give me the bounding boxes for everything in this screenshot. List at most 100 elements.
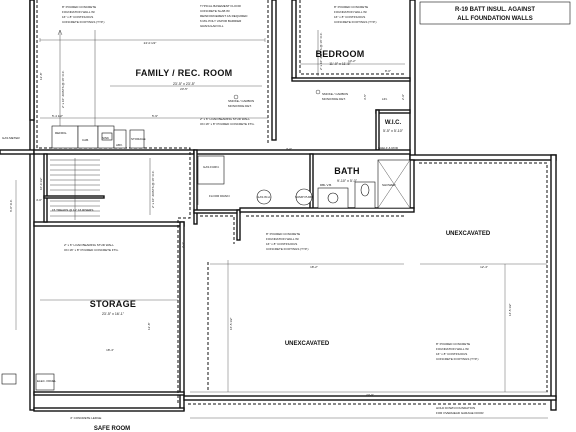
dimension-lines <box>15 38 548 419</box>
stairs <box>50 158 100 220</box>
unexcavated-right-name: UNEXCAVATED <box>446 231 491 237</box>
dim-bot-c: 16'-5 1/2" <box>229 317 233 330</box>
gas-wh-label: GAS W.H. <box>257 195 271 199</box>
insulation-note-line: ALL FOUNDATION WALLS <box>457 16 532 22</box>
safe-room-name: SAFE ROOM <box>94 426 130 432</box>
note-line: 8" POURED CONCRETE <box>436 342 470 346</box>
dim-unex-b: 12'-4" <box>480 265 488 269</box>
wic-name: W.I.C. <box>385 120 402 126</box>
joist-lines <box>57 29 319 215</box>
note-line: REINFORCEMENT AS REQUIRED <box>200 14 248 18</box>
fixtures <box>1 125 411 391</box>
dim-unex-c: 14'-5 1/2" <box>508 303 512 316</box>
note-line: FOR OVERHEAD GARAGE DOOR <box>436 411 484 415</box>
note-bearing-wall-left: 2" x 6" LOAD BEARING STUD WALL ON 16" x … <box>64 243 119 252</box>
storage-size: 23'-5" x 16'-1" <box>102 312 125 316</box>
note-foundation-mid: 8" POURED CONCRETE FOUNDATION WALL W/ 16… <box>266 232 308 251</box>
dim-top-b: 23'-5" <box>180 87 188 91</box>
dim-bot-a: 18'-4" <box>106 348 114 352</box>
shower-label: SHOWER <box>382 183 396 187</box>
note-line: FOUNDATION WALL W/ <box>266 237 299 241</box>
dim-mid-b: 4'-0" <box>36 198 42 202</box>
note-line: CONCRETE FOOTINGS (TYP.) <box>436 357 478 361</box>
note-stairs: 15 TREADS @ 11" 16 RISERS <box>52 208 93 212</box>
note-smoke-family: SMOKE / CARBON MONOXIDE DET. <box>228 94 254 108</box>
note-line: SMOKE / CARBON <box>322 92 348 96</box>
note-line: FOUNDATION WALL W/ <box>62 10 95 14</box>
note-foundation-lower-right: 8" POURED CONCRETE FOUNDATION WALL W/ 16… <box>436 342 478 361</box>
elec-panel-label: ELEC. PANEL <box>37 379 56 383</box>
dim-bot-b: 23'-9" <box>366 393 374 397</box>
dim-top-c: 13'-2" <box>348 59 356 63</box>
wic-size: 5'-5" x 5'-10" <box>383 129 404 133</box>
note-line: 6 MIL POLY VAPOR BARRIER <box>200 19 242 23</box>
family-room-name: FAMILY / REC. ROOM <box>136 68 233 78</box>
note-line: 16" x 8" CONTINUOUS <box>266 242 297 246</box>
note-line: 16" x 8" CONTINUOUS <box>62 15 93 19</box>
insulation-note-line: R-19 BATT INSUL. AGAINST <box>455 7 535 13</box>
walls <box>0 0 557 412</box>
bath-size: 9'-10" x 5'-0" <box>337 179 358 183</box>
joists-family-label: 2" x 10" JOISTS @ 16" O.C. <box>61 70 65 108</box>
bath-name: BATH <box>334 166 360 176</box>
sink-label: SINK <box>102 136 109 140</box>
note-line: 2" x 6" LOAD BEARING STUD WALL <box>64 243 114 247</box>
gas-furn-label: GAS FURN. <box>203 165 220 169</box>
smoke-detector-icon <box>233 94 239 100</box>
note-line: 8" POURED CONCRETE <box>266 232 300 236</box>
note-line: CONCRETE FOOTINGS (TYP.) <box>62 20 104 24</box>
note-line: 16" x 8" CONTINUOUS <box>334 15 365 19</box>
note-line: CONCRETE SLAB W/ <box>200 9 230 13</box>
opening-vert-label: 6'-0" O.C. <box>9 199 13 212</box>
note-line: MONOXIDE DET. <box>322 97 346 101</box>
bedroom-size: 11'-0" x 11'-5" <box>329 62 351 66</box>
dim-top-a: 24'-0 1/2" <box>144 41 157 45</box>
smoke-detector-icon <box>315 89 321 95</box>
note-line: CONCRETE FOOTINGS (TYP.) <box>334 20 376 24</box>
note-line: TYPICAL BASEMENT FLOOR <box>200 4 242 8</box>
note-foundation-top-left: 8" POURED CONCRETE FOUNDATION WALL W/ 16… <box>62 5 104 24</box>
refrig-label: REFRIG. <box>55 131 67 135</box>
family-room-size: 23'-5" x 23'-5" <box>173 82 196 86</box>
note-line: SMOKE / CARBON <box>228 99 254 103</box>
note-hold-down: HOLD DOWN FOUNDATION FOR OVERHEAD GARAGE… <box>436 406 484 415</box>
note-slab: TYPICAL BASEMENT FLOOR CONCRETE SLAB W/ … <box>200 4 248 28</box>
note-line: MONOXIDE DET. <box>228 104 252 108</box>
dim-wic-b: 2'-9" <box>401 94 405 100</box>
dim-wic-a: 3'-5" <box>363 94 367 100</box>
note-line: HOLD DOWN FOUNDATION <box>436 406 475 410</box>
joists-bedroom-label: 2" x 10" JOISTS @ 16" O.C. <box>319 32 323 70</box>
joists-mid-label: 2" x 10" JOISTS @ 16" O.C. <box>151 170 155 208</box>
dim-left-b: 10'-0 1/2" <box>39 177 43 190</box>
abv-label: ABV. <box>116 143 123 147</box>
note-line: 8" POURED CONCRETE <box>334 5 368 9</box>
dim-mid-a: 5'-4 1/2" <box>52 114 63 118</box>
note-line: 16" x 8" CONTINUOUS <box>436 352 467 356</box>
note-line: GRANULAR FILL <box>200 24 224 28</box>
dim-top-d: 8'-0" <box>385 69 391 73</box>
footing-lines <box>36 0 548 405</box>
dim-mid-d: 5'-9" <box>152 114 158 118</box>
note-smoke-bedroom: SMOKE / CARBON MONOXIDE DET. <box>315 89 348 101</box>
gas-meter-label: GAS METER <box>2 136 21 140</box>
note-concrete-ledge: 4" CONCRETE LEDGE <box>70 416 101 420</box>
dim-left-a: 12'-8" <box>39 72 43 80</box>
note-line: 8" POURED CONCRETE <box>62 5 96 9</box>
lin-label: LIN. <box>382 97 388 101</box>
cab-label: CAB. <box>82 138 89 142</box>
storage-name: STORAGE <box>90 299 136 309</box>
dbl-vanity-label: DBL V.B. <box>320 183 332 187</box>
insulation-note: R-19 BATT INSUL. AGAINST ALL FOUNDATION … <box>419 1 571 25</box>
dim-unex-a: 18'-2" <box>310 265 318 269</box>
dim-bot-d: 12'-8" <box>147 322 151 330</box>
unexcavated-center-name: UNEXCAVATED <box>285 341 330 347</box>
dim-mid-e: 2'-3" <box>181 242 185 248</box>
bedroom-name: BEDROOM <box>315 49 364 59</box>
dim-mid-c: 3'-0" <box>286 147 292 151</box>
note-line: ON 16" x 8" POURED CONCRETE FTG. <box>200 122 255 126</box>
note-line: CONCRETE FOOTINGS (TYP.) <box>266 247 308 251</box>
note-line: FOUNDATION WALL W/ <box>436 347 469 351</box>
storage-small-label: STORAGE <box>131 137 146 141</box>
note-line: FOUNDATION WALL W/ <box>334 10 367 14</box>
